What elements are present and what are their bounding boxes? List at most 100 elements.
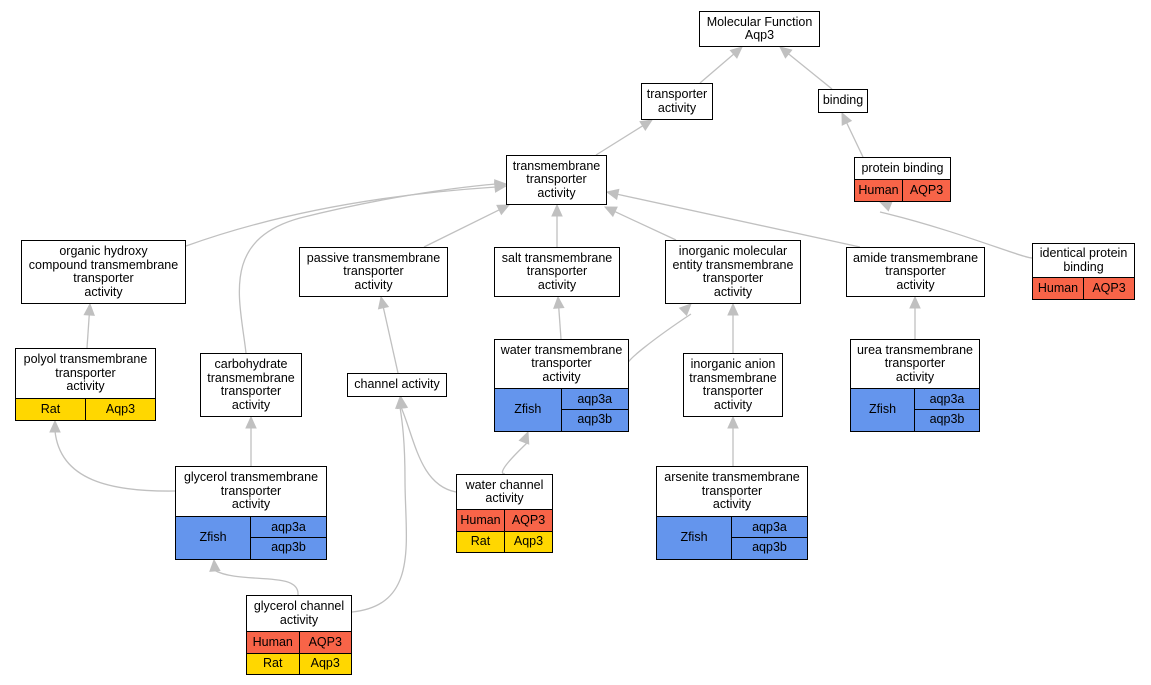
node-title: passive transmembrane transporter activi… [306, 250, 441, 292]
arrowhead [779, 46, 793, 59]
gene-cell[interactable]: aqp3b [561, 409, 628, 429]
gene-cell[interactable]: aqp3a [929, 391, 965, 406]
node-title: identical protein binding [1039, 246, 1128, 274]
node-polyol-transmembrane[interactable]: polyol transmembrane transporter activit… [15, 348, 156, 421]
arrowhead [603, 206, 618, 218]
node-molecular-function[interactable]: Molecular Function Aqp3 [699, 11, 820, 47]
annotation-row: Human AQP3 [247, 632, 351, 653]
node-passive-transmembrane[interactable]: passive transmembrane transporter activi… [299, 247, 448, 297]
arrowhead [377, 295, 390, 310]
edge-water-transmembrane-to-salt-transmembrane [558, 306, 562, 340]
node-title: inorganic anion transmembrane transporte… [689, 357, 777, 412]
arrowhead [605, 188, 620, 201]
edge-glycerol-transmembrane-to-polyol-transmembrane [54, 430, 176, 492]
edge-protein-binding-to-binding [845, 121, 864, 158]
node-title: water channel activity [465, 477, 544, 505]
node-title: urea transmembrane transporter activity [856, 342, 974, 384]
node-title: amide transmembrane transporter activity [852, 250, 979, 292]
species-cell: Human [1037, 280, 1079, 295]
node-title: transporter activity [646, 87, 708, 115]
node-arsenite-transmembrane[interactable]: arsenite transmembrane transporter activ… [656, 466, 808, 560]
arrowhead [395, 395, 407, 409]
gene-cell[interactable]: aqp3b [251, 537, 326, 557]
species-cell: Rat [470, 534, 491, 549]
species-cell: Zfish [851, 389, 915, 431]
edge-glycerol-channel-to-glycerol-transmembrane [213, 569, 299, 596]
edge-water-transmembrane-to-inorganic-molecular [626, 313, 692, 366]
gene-cell[interactable]: Aqp3 [298, 654, 352, 674]
gene-cell[interactable]: AQP3 [902, 180, 950, 201]
gene-cell[interactable]: AQP3 [1083, 278, 1134, 299]
node-glycerol-transmembrane[interactable]: glycerol transmembrane transporter activ… [175, 466, 327, 560]
node-water-transmembrane[interactable]: water transmembrane transporter activity… [494, 339, 629, 432]
edge-identical-protein-binding-to-protein-binding [879, 211, 1033, 259]
edge-amide-transmembrane-to-transmembrane-transporter-activity [616, 193, 861, 248]
edge-passive-transmembrane-to-transmembrane-transporter-activity [423, 208, 501, 248]
arrowhead [49, 419, 61, 433]
node-transporter-activity[interactable]: transporter activity [641, 83, 713, 120]
species-cell: Human [460, 512, 501, 527]
node-title: binding [822, 93, 864, 108]
edge-water-channel-to-channel-activity [400, 406, 457, 493]
arrowhead [727, 302, 739, 316]
node-inorganic-anion[interactable]: inorganic anion transmembrane transporte… [683, 353, 783, 417]
node-transmembrane-transporter-activity[interactable]: transmembrane transporter activity [506, 155, 607, 205]
node-binding[interactable]: binding [818, 89, 868, 113]
node-title: channel activity [354, 377, 440, 392]
gene-cell[interactable]: aqp3a [752, 519, 787, 534]
edge-polyol-transmembrane-to-organic-hydroxy [86, 313, 90, 349]
node-channel-activity[interactable]: channel activity [347, 373, 447, 397]
gene-cell[interactable]: Aqp3 [504, 532, 552, 552]
arrowhead [841, 111, 853, 126]
species-cell: Rat [40, 401, 61, 416]
node-organic-hydroxy[interactable]: organic hydroxy compound transmembrane t… [21, 240, 186, 304]
arrowhead [83, 302, 95, 316]
species-cell: Human [858, 182, 899, 197]
node-title: water transmembrane transporter activity [500, 342, 623, 384]
edge-inorganic-molecular-to-transmembrane-transporter-activity [613, 210, 677, 241]
node-carbohydrate-transmembrane[interactable]: carbohydrate transmembrane transporter a… [200, 353, 302, 417]
species-cell: Human [252, 634, 293, 649]
node-title: arsenite transmembrane transporter activ… [664, 470, 800, 512]
arrowhead [553, 295, 565, 309]
node-title: protein binding [861, 160, 944, 175]
arrowhead [551, 203, 563, 217]
node-inorganic-molecular[interactable]: inorganic molecular entity transmembrane… [665, 240, 801, 304]
gene-cell[interactable]: aqp3a [271, 519, 306, 534]
gene-list: aqp3a aqp3b [732, 517, 807, 559]
node-salt-transmembrane[interactable]: salt transmembrane transporter activity [494, 247, 620, 297]
annotation-row: Rat Aqp3 [457, 531, 552, 552]
edge-organic-hydroxy-to-transmembrane-transporter-activity [185, 186, 497, 247]
arrowhead [727, 415, 739, 429]
arrowhead [909, 295, 921, 309]
edge-water-channel-to-water-transmembrane [501, 441, 529, 475]
edge-carbohydrate-transmembrane-to-transmembrane-transporter-activity [238, 183, 497, 354]
edge-transporter-activity-to-molecular-function [699, 53, 735, 84]
gene-cell[interactable]: AQP3 [298, 632, 352, 653]
edge-transmembrane-transporter-activity-to-transporter-activity [595, 124, 644, 156]
node-title: salt transmembrane transporter activity [501, 250, 613, 292]
node-title: organic hydroxy compound transmembrane t… [28, 244, 179, 299]
gene-cell[interactable]: AQP3 [504, 510, 552, 531]
arrowhead [494, 179, 508, 191]
node-title: transmembrane transporter activity [512, 158, 601, 200]
gene-cell[interactable]: aqp3a [577, 391, 613, 406]
annotation-row: Human AQP3 [1033, 278, 1134, 299]
node-title: inorganic molecular entity transmembrane… [672, 244, 794, 299]
gene-cell[interactable]: aqp3b [915, 409, 979, 429]
node-amide-transmembrane[interactable]: amide transmembrane transporter activity [846, 247, 985, 297]
gene-cell[interactable]: aqp3b [732, 537, 807, 557]
gene-cell[interactable]: Aqp3 [85, 399, 155, 420]
annotation-table: Human AQP3 [1033, 277, 1134, 299]
